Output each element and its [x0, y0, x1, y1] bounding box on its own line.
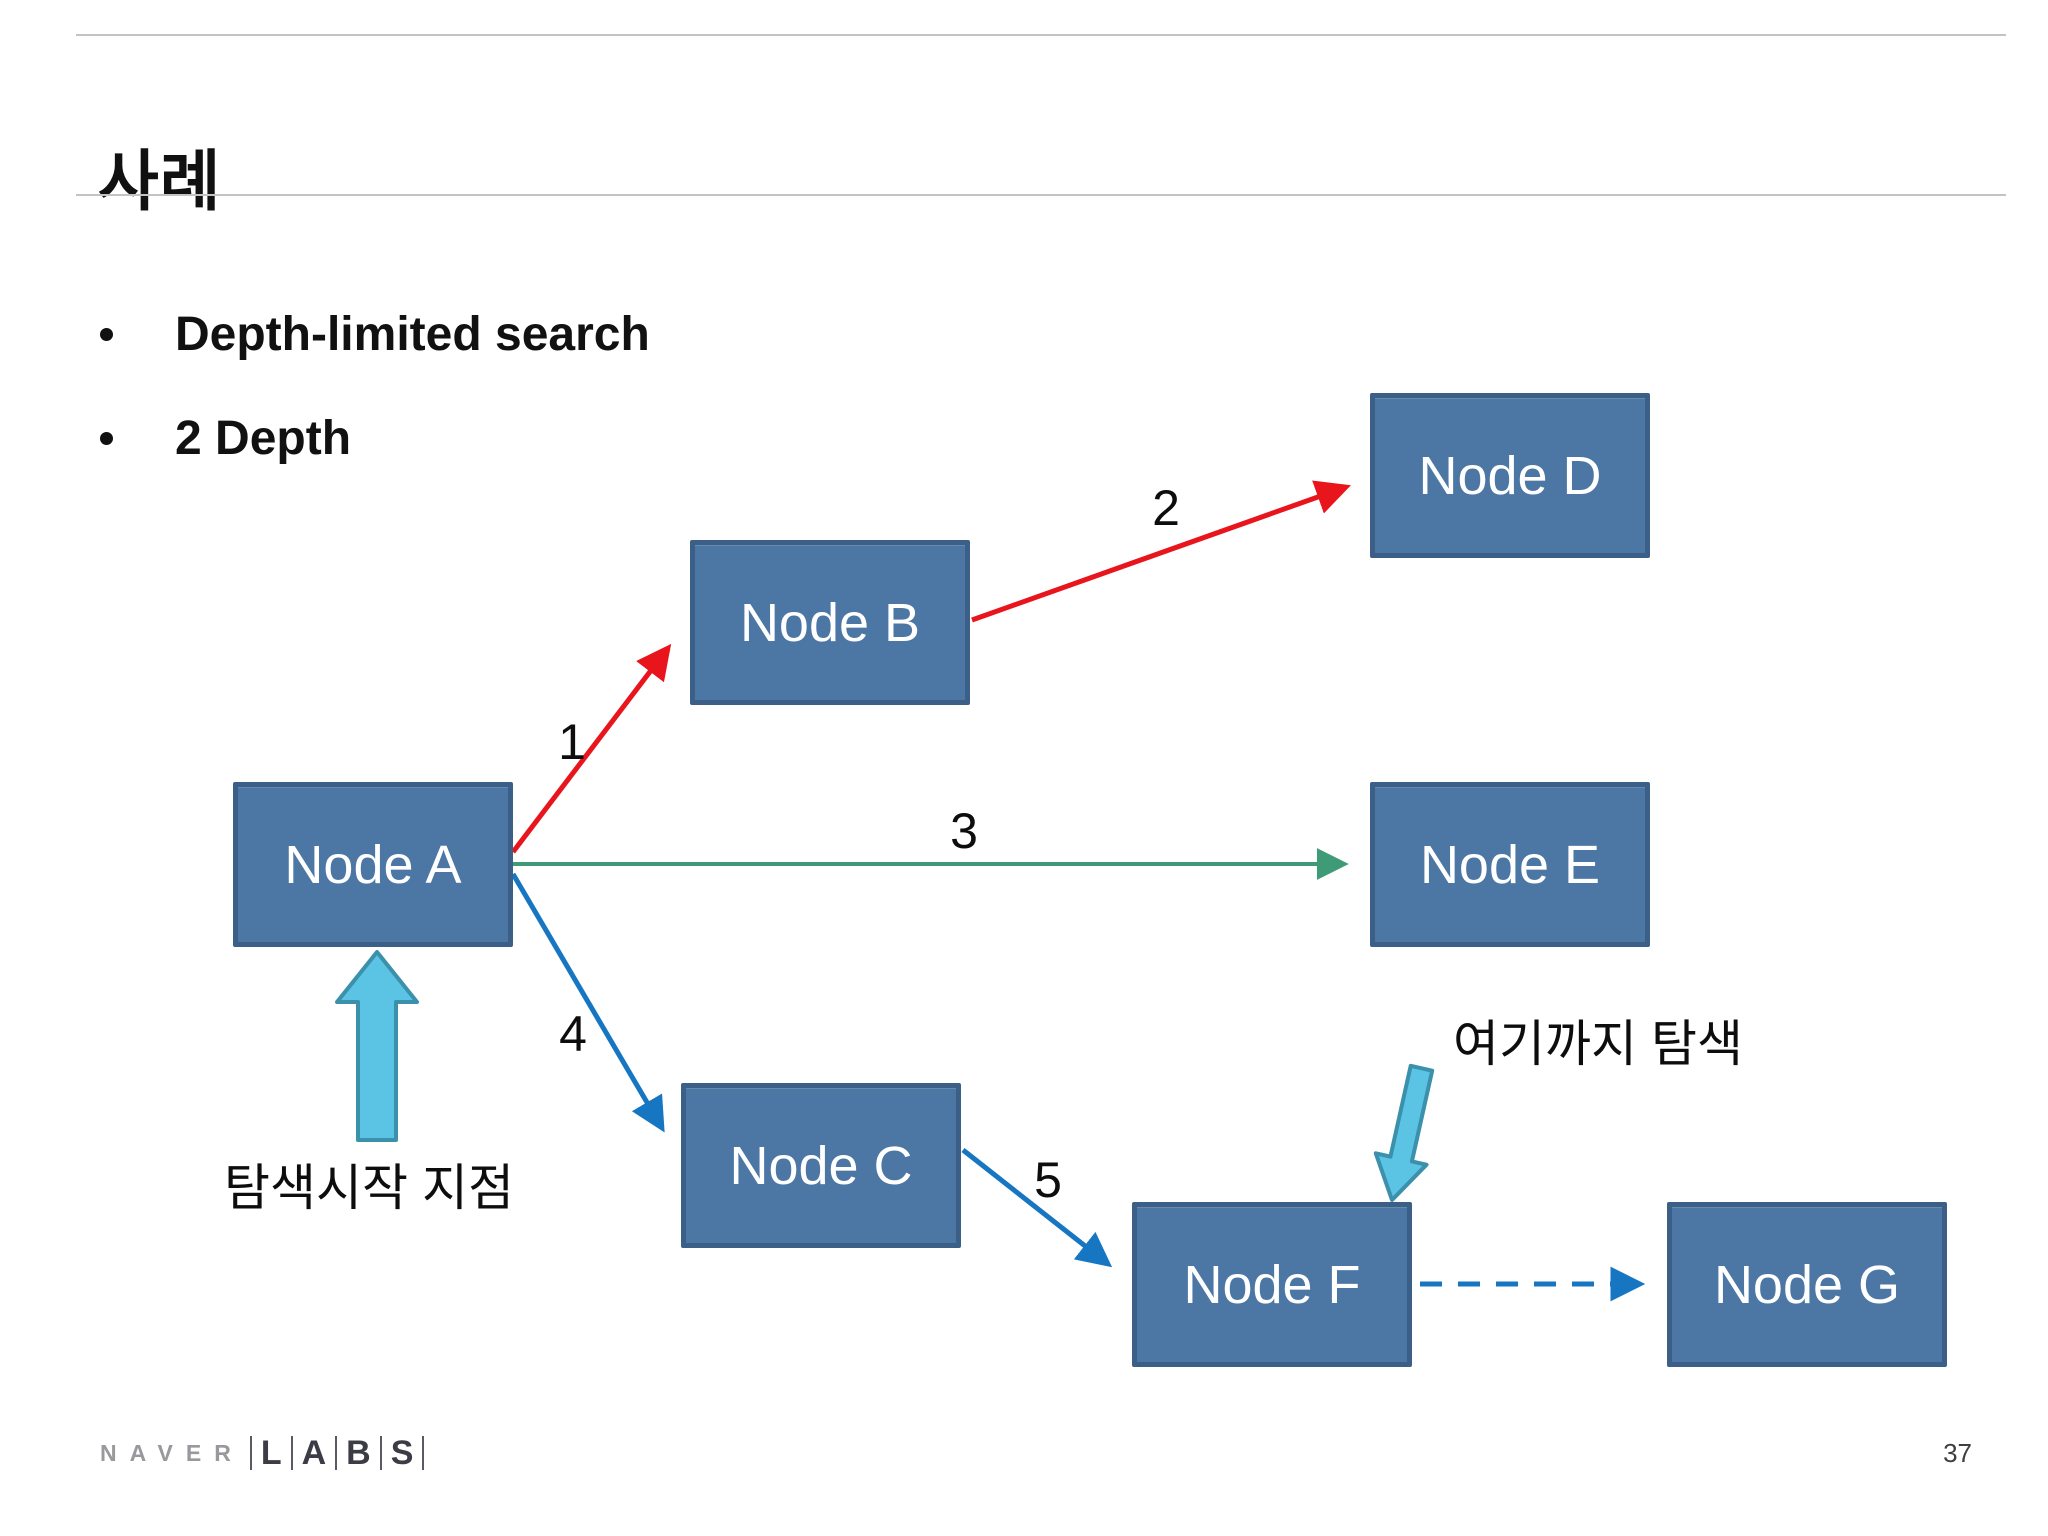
edge-4-label: 4 [559, 1006, 587, 1062]
logo-naver-text: NAVER [100, 1439, 244, 1466]
node-e-label: Node E [1419, 834, 1601, 895]
logo-letter: L [260, 1434, 282, 1472]
edge-1-label: 1 [558, 714, 586, 770]
node-g: Node G [1667, 1202, 1947, 1367]
edge-5-label: 5 [1034, 1152, 1062, 1208]
start-point-annotation: 탐색시작 지점 [224, 1160, 514, 1216]
title-divider [76, 194, 2006, 196]
logo-letter: B [346, 1434, 371, 1472]
edge-1-a-to-b [511, 643, 672, 854]
edge-4-a-to-c [510, 872, 665, 1133]
bullet-label: Depth-limited search [175, 307, 650, 361]
logo-divider-bar [379, 1436, 382, 1470]
start-point-arrow-icon [335, 950, 419, 1142]
bullet-icon [100, 431, 113, 445]
edge-5-c-to-f [961, 1148, 1113, 1268]
logo-labs-text: L A B S [249, 1434, 425, 1472]
page-title: 사례 [98, 144, 222, 219]
node-b-label: Node B [739, 592, 921, 653]
node-d-label: Node D [1418, 445, 1602, 506]
edge-3-label: 3 [950, 803, 978, 859]
node-f: Node F [1132, 1202, 1412, 1367]
logo-divider-bar [335, 1436, 338, 1470]
node-b: Node B [690, 540, 970, 705]
node-c: Node C [681, 1083, 961, 1248]
edge-2-b-to-d [971, 480, 1351, 623]
search-limit-annotation: 여기까지 탐색 [1453, 1016, 1743, 1072]
logo-letter: S [390, 1434, 414, 1472]
search-limit-arrow-icon [1373, 1063, 1435, 1202]
node-f-label: Node F [1183, 1254, 1361, 1315]
logo-letter: A [301, 1434, 327, 1472]
bullet-item: 2 Depth [100, 400, 650, 476]
node-g-label: Node G [1713, 1254, 1901, 1315]
node-c-label: Node C [729, 1135, 913, 1196]
edge-2-label: 2 [1152, 480, 1180, 536]
bullet-item: Depth-limited search [100, 296, 650, 372]
node-a: Node A [233, 782, 513, 947]
bullet-list: Depth-limited search 2 Depth [100, 296, 650, 504]
node-a-label: Node A [284, 834, 462, 895]
node-d: Node D [1370, 393, 1650, 558]
naver-labs-logo: NAVER L A B S [100, 1432, 425, 1474]
page-number: 37 [1943, 1438, 1972, 1468]
logo-divider-bar [290, 1436, 293, 1470]
logo-divider-bar [249, 1436, 252, 1470]
top-divider [76, 34, 2006, 36]
bullet-label: 2 Depth [175, 411, 352, 465]
node-e: Node E [1370, 782, 1650, 947]
bullet-icon [100, 327, 113, 341]
logo-divider-bar [422, 1436, 425, 1470]
